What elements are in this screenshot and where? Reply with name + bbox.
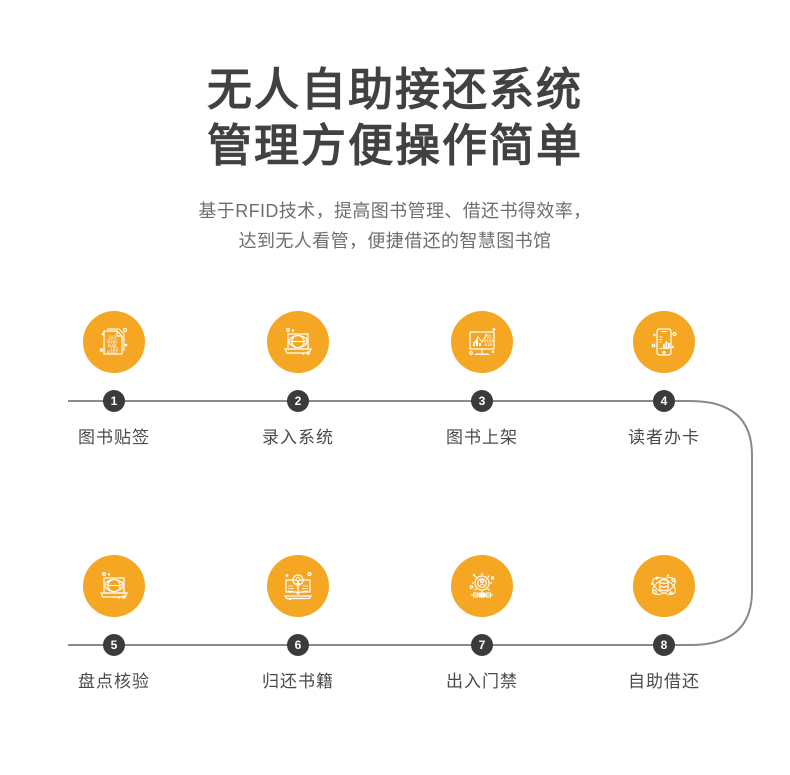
flow-step-2-badge: 2	[287, 390, 309, 412]
flow-step-4[interactable]: 4 读者办卡	[589, 311, 739, 447]
flow-step-7-label: 出入门禁	[446, 672, 518, 691]
flow-step-8-label: 自助借还	[628, 672, 700, 691]
flow-step-1-label: 图书贴签	[78, 428, 150, 447]
svg-text:010: 010	[108, 343, 117, 349]
page-subtitle-line-1: 基于RFID技术，提高图书管理、借还书得效率，	[198, 201, 592, 221]
flow-step-6-label: 归还书籍	[262, 672, 334, 691]
flow-step-3-label: 图书上架	[446, 428, 518, 447]
svg-text:101: 101	[484, 334, 492, 339]
svg-text:101: 101	[110, 347, 119, 353]
flow-step-4-badge: 4	[653, 390, 675, 412]
flow-step-6-badge: 6	[287, 634, 309, 656]
flow-step-2[interactable]: 2 录入系统	[223, 311, 373, 447]
flow-step-1[interactable]: 101 0101 010 101 0101 1 图书贴签	[39, 311, 189, 447]
flow-step-8[interactable]: 8 自助借还	[589, 555, 739, 691]
book-lightbulb-icon	[267, 555, 329, 617]
flow-step-8-badge: 8	[653, 634, 675, 656]
phone-chart-icon	[633, 311, 695, 373]
flow-step-3[interactable]: 101 0101 010 3 图书上架	[407, 311, 557, 447]
svg-text:0101: 0101	[484, 338, 495, 343]
laptop-globe-icon	[83, 555, 145, 617]
flow-step-5-badge: 5	[103, 634, 125, 656]
gear-person-icon	[451, 555, 513, 617]
atom-database-icon	[633, 555, 695, 617]
flow-step-7[interactable]: 7 出入门禁	[407, 555, 557, 691]
document-binary-icon: 101 0101 010 101 0101	[83, 311, 145, 373]
monitor-chart-icon: 101 0101 010	[451, 311, 513, 373]
flow-step-6[interactable]: 6 归还书籍	[223, 555, 373, 691]
laptop-globe-icon	[267, 311, 329, 373]
flow-step-7-badge: 7	[471, 634, 493, 656]
svg-text:0101: 0101	[107, 350, 118, 356]
flow-step-4-label: 读者办卡	[628, 428, 700, 447]
svg-text:010: 010	[485, 342, 493, 347]
svg-text:101: 101	[108, 335, 117, 341]
flow-step-5-label: 盘点核验	[78, 672, 150, 691]
flow-step-5[interactable]: 5 盘点核验	[39, 555, 189, 691]
page-title-line-1: 无人自助接还系统	[206, 64, 583, 115]
page-subtitle: 基于RFID技术，提高图书管理、借还书得效率， 达到无人看管，便捷借还的智慧图书…	[0, 196, 790, 256]
page-header: 无人自助接还系统 管理方便操作简单 基于RFID技术，提高图书管理、借还书得效率…	[0, 62, 790, 256]
flow-step-3-badge: 3	[471, 390, 493, 412]
page-title-line-2: 管理方便操作简单	[206, 120, 583, 171]
flow-step-2-label: 录入系统	[262, 428, 334, 447]
flow-step-1-badge: 1	[103, 390, 125, 412]
page-subtitle-line-2: 达到无人看管，便捷借还的智慧图书馆	[238, 231, 552, 251]
svg-text:0101: 0101	[107, 339, 118, 345]
